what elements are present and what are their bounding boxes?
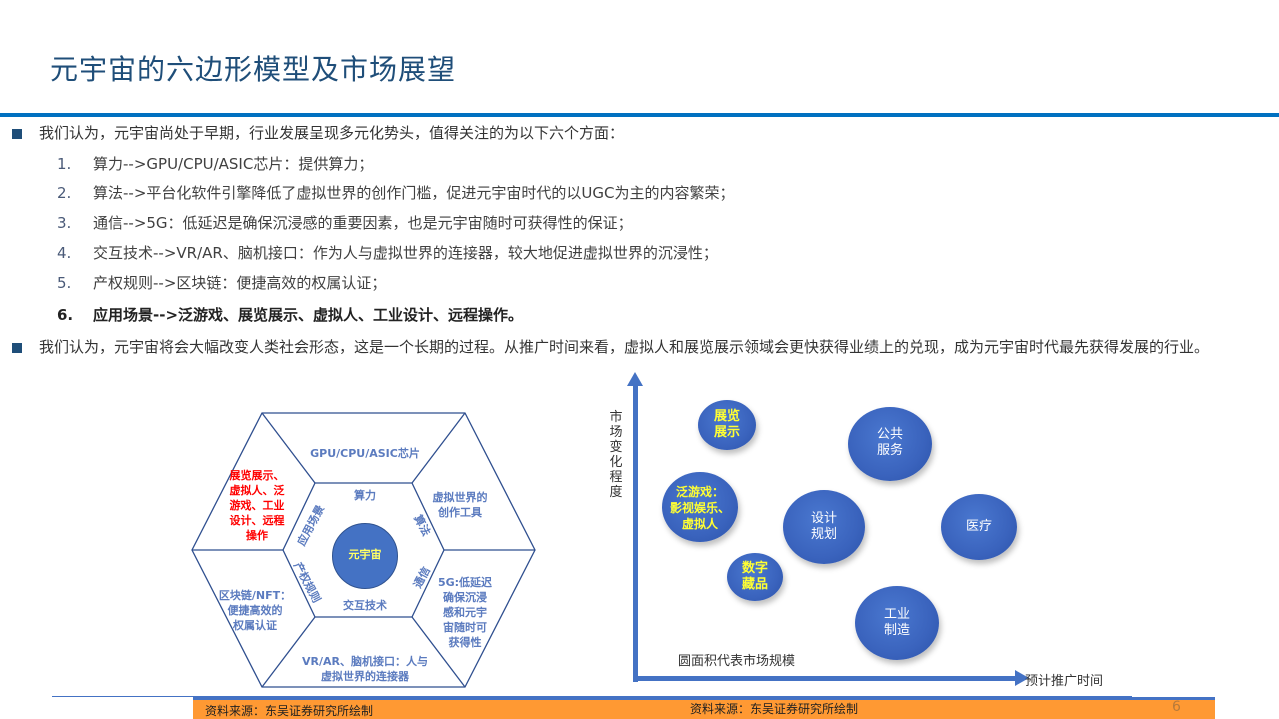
list-item-1: 1.算力-->GPU/CPU/ASIC芯片：提供算力； [57, 155, 374, 173]
list-item-2: 2.算法-->平台化软件引擎降低了虚拟世界的创作门槛，促进元宇宙时代的以UGC为… [57, 184, 735, 202]
square-bullet-icon [12, 129, 22, 139]
y-axis [633, 382, 638, 682]
bubble-digital-collectibles: 数字 藏品 [727, 553, 783, 601]
y-axis-arrow-icon [627, 372, 643, 386]
chart-note: 圆面积代表市场规模 [678, 654, 796, 669]
market-bubble-chart: 市场变化程度 预计推广时间 圆面积代表市场规模 展览 展示 泛游戏： 影视娱乐、… [600, 370, 1140, 690]
source-note-left: 资料来源：东吴证券研究所绘制 [205, 704, 374, 718]
metaverse-core-circle: 元宇宙 [332, 523, 398, 589]
bubble-exhibition: 展览 展示 [698, 400, 756, 450]
bubble-industrial-manufacturing: 工业 制造 [855, 586, 939, 660]
footer-blue-bar [193, 697, 1215, 700]
title-divider [0, 113, 1279, 117]
bubble-pan-gaming: 泛游戏： 影视娱乐、 虚拟人 [662, 472, 738, 542]
x-axis-arrow-icon [1015, 670, 1029, 686]
y-axis-label: 市场变化程度 [609, 410, 623, 500]
list-item-3: 3.通信-->5G：低延迟是确保沉浸感的重要因素，也是元宇宙随时可获得性的保证； [57, 214, 633, 232]
page-number: 6 [1172, 699, 1181, 715]
list-item-6: 6.应用场景-->泛游戏、展览展示、虚拟人、工业设计、远程操作。 [57, 306, 524, 324]
x-axis-label: 预计推广时间 [1025, 674, 1104, 689]
outer-label-chips: GPU/CPU/ASIC芯片 [310, 447, 420, 460]
outer-label-5g: 5G:低延迟 确保沉浸 感和元宇 宙随时可 获得性 [437, 576, 493, 649]
outer-label-applications: 展览展示、 虚拟人、泛 游戏、工业 设计、远程 操作 [229, 469, 285, 542]
list-item-5: 5.产权规则-->区块链：便捷高效的权属认证； [57, 274, 387, 292]
footer-divider [52, 696, 1132, 697]
hexagon-model-diagram: GPU/CPU/ASIC芯片 虚拟世界的 创作工具 5G:低延迟 确保沉浸 感和… [190, 410, 540, 690]
bubble-healthcare: 医疗 [941, 494, 1017, 560]
outer-label-creation-tools: 虚拟世界的 创作工具 [432, 491, 488, 519]
hexagon-lines [191, 412, 536, 688]
outer-label-vr-ar: VR/AR、脑机接口：人与 虚拟世界的连接器 [302, 655, 428, 683]
outer-label-blockchain: 区块链/NFT： 便捷高效的 权属认证 [218, 589, 292, 632]
inner-label-compute: 算力 [354, 489, 376, 502]
list-item-4: 4.交互技术-->VR/AR、脑机接口：作为人与虚拟世界的连接器，较大地促进虚拟… [57, 244, 718, 262]
footer-orange-bar [193, 700, 1215, 719]
x-axis [633, 676, 1018, 681]
bubble-public-services: 公共 服务 [848, 407, 932, 481]
square-bullet-icon [12, 343, 22, 353]
inner-label-interaction: 交互技术 [343, 599, 387, 612]
slide-title: 元宇宙的六边形模型及市场展望 [50, 53, 457, 86]
bullet-intro: 我们认为，元宇宙尚处于早期，行业发展呈现多元化势头，值得关注的为以下六个方面： [12, 122, 1262, 144]
bullet-outlook: 我们认为，元宇宙将会大幅改变人类社会形态，这是一个长期的过程。从推广时间来看，虚… [12, 336, 1262, 358]
bubble-design-planning: 设计 规划 [783, 490, 865, 564]
source-note-right: 资料来源：东吴证券研究所绘制 [690, 702, 859, 716]
